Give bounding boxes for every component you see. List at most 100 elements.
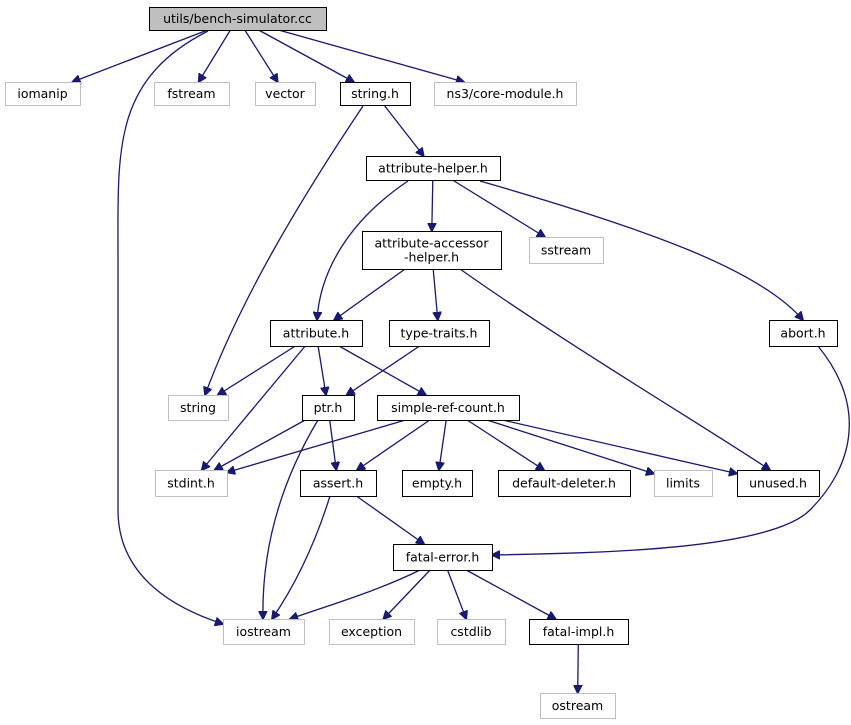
edge-attribute-helper-to-attribute-accessor — [432, 179, 433, 231]
node-exception: exception — [329, 619, 415, 645]
node-box — [389, 320, 490, 347]
node-label: unused.h — [749, 476, 807, 491]
node-box — [270, 320, 363, 347]
node-ptr-h[interactable]: ptr.h — [302, 395, 355, 421]
edge-simple-ref-count-to-unused-h — [502, 419, 737, 474]
node-unused-h[interactable]: unused.h — [737, 470, 820, 497]
node-label: simple-ref-count.h — [391, 400, 505, 415]
node-label: fatal-impl.h — [543, 624, 615, 639]
node-simple-ref-count[interactable]: simple-ref-count.h — [377, 395, 520, 421]
node-box — [654, 470, 713, 497]
node-type-traits[interactable]: type-traits.h — [389, 320, 490, 347]
node-default-deleter[interactable]: default-deleter.h — [498, 470, 631, 497]
node-assert-h[interactable]: assert.h — [300, 470, 377, 497]
edges — [72, 29, 850, 693]
node-label: utils/bench-simulator.cc — [163, 11, 312, 26]
node-fatal-error[interactable]: fatal-error.h — [393, 544, 493, 571]
node-box — [362, 231, 502, 270]
edge-fatal-error-to-iostream — [290, 569, 421, 619]
node-label: empty.h — [412, 476, 462, 491]
node-abort-h[interactable]: abort.h — [769, 320, 838, 347]
node-ostream: ostream — [540, 693, 616, 719]
node-box — [149, 7, 327, 31]
edge-root-to-iostream — [117, 30, 223, 624]
node-box — [437, 619, 506, 645]
edge-ptr-h-to-iostream — [263, 419, 319, 619]
node-label: iomanip — [17, 86, 67, 101]
node-box — [223, 619, 305, 645]
node-label: attribute-helper.h — [378, 161, 488, 176]
node-box — [5, 82, 81, 106]
node-box — [329, 619, 415, 645]
node-iomanip: iomanip — [5, 82, 81, 106]
node-label: abort.h — [780, 326, 825, 341]
node-empty-h[interactable]: empty.h — [402, 470, 473, 497]
node-label: string.h — [351, 86, 399, 101]
node-string-h[interactable]: string.h — [340, 82, 411, 106]
node-box — [155, 470, 228, 497]
edge-abort-h-to-fatal-error — [492, 345, 850, 555]
edge-root-to-string-h — [258, 29, 354, 82]
edge-type-traits-to-ptr-h — [347, 345, 420, 395]
node-vector: vector — [255, 82, 316, 106]
edge-attribute-h-to-stdint — [202, 345, 306, 470]
edge-attribute-helper-to-sstream — [452, 179, 545, 237]
node-label: ns3/core-module.h — [447, 86, 564, 101]
node-label: ostream — [552, 698, 603, 713]
node-box — [498, 470, 631, 497]
node-fatal-impl[interactable]: fatal-impl.h — [529, 619, 629, 645]
node-box — [402, 470, 473, 497]
edge-root-to-iomanip — [72, 29, 208, 82]
node-cstdlib: cstdlib — [437, 619, 506, 645]
node-box — [434, 82, 577, 106]
node-box — [529, 237, 604, 264]
edge-assert-h-to-fatal-error — [356, 495, 424, 544]
node-root[interactable]: utils/bench-simulator.cc — [149, 7, 327, 31]
node-label: attribute-accessor — [375, 236, 490, 251]
edge-attribute-helper-to-abort-h — [479, 180, 803, 320]
edge-string-h-to-string — [205, 105, 364, 395]
edge-fatal-error-to-fatal-impl — [465, 569, 556, 619]
edge-assert-h-to-iostream — [272, 495, 331, 619]
node-box — [168, 395, 229, 421]
node-label: attribute.h — [283, 326, 349, 341]
edge-ptr-h-to-assert-h — [329, 419, 337, 470]
edge-simple-ref-count-to-limits — [486, 419, 654, 474]
node-label: cstdlib — [450, 624, 491, 639]
node-label: limits — [666, 476, 700, 491]
node-label: fstream — [167, 86, 215, 101]
node-label: vector — [265, 86, 306, 101]
node-box — [340, 82, 411, 106]
node-attribute-h[interactable]: attribute.h — [270, 320, 363, 347]
node-box — [302, 395, 355, 421]
node-string: string — [168, 395, 229, 421]
edge-simple-ref-count-to-default-deleter — [466, 419, 544, 470]
node-label: type-traits.h — [401, 326, 478, 341]
edge-root-to-ns3core — [278, 29, 465, 82]
edge-attribute-accessor-to-attribute-h — [334, 268, 406, 320]
edge-ptr-h-to-stdint — [215, 419, 306, 470]
edge-attribute-accessor-to-unused-h — [459, 268, 770, 470]
edge-simple-ref-count-to-assert-h — [357, 419, 431, 470]
node-box — [393, 544, 493, 571]
edge-root-to-vector — [244, 29, 278, 82]
node-limits: limits — [654, 470, 713, 497]
node-label: default-deleter.h — [512, 476, 616, 491]
node-label: iostream — [236, 624, 291, 639]
edge-attribute-h-to-string — [218, 345, 296, 395]
edge-fatal-impl-to-ostream — [578, 643, 579, 693]
node-label: assert.h — [313, 476, 363, 491]
edge-fatal-error-to-exception — [383, 569, 431, 619]
node-box — [529, 619, 629, 645]
edge-attribute-h-to-ptr-h — [317, 345, 326, 395]
node-sstream: sstream — [529, 237, 604, 264]
edge-fatal-error-to-cstdlib — [446, 569, 467, 619]
node-attribute-accessor[interactable]: attribute-accessor-helper.h — [362, 231, 502, 270]
node-attribute-helper[interactable]: attribute-helper.h — [366, 156, 501, 181]
nodes: utils/bench-simulator.cc iomanip fstream ve… — [5, 7, 838, 719]
node-label: string — [180, 400, 216, 415]
edge-attribute-accessor-to-type-traits — [432, 268, 438, 320]
node-fstream: fstream — [154, 82, 230, 106]
node-box — [366, 156, 501, 181]
